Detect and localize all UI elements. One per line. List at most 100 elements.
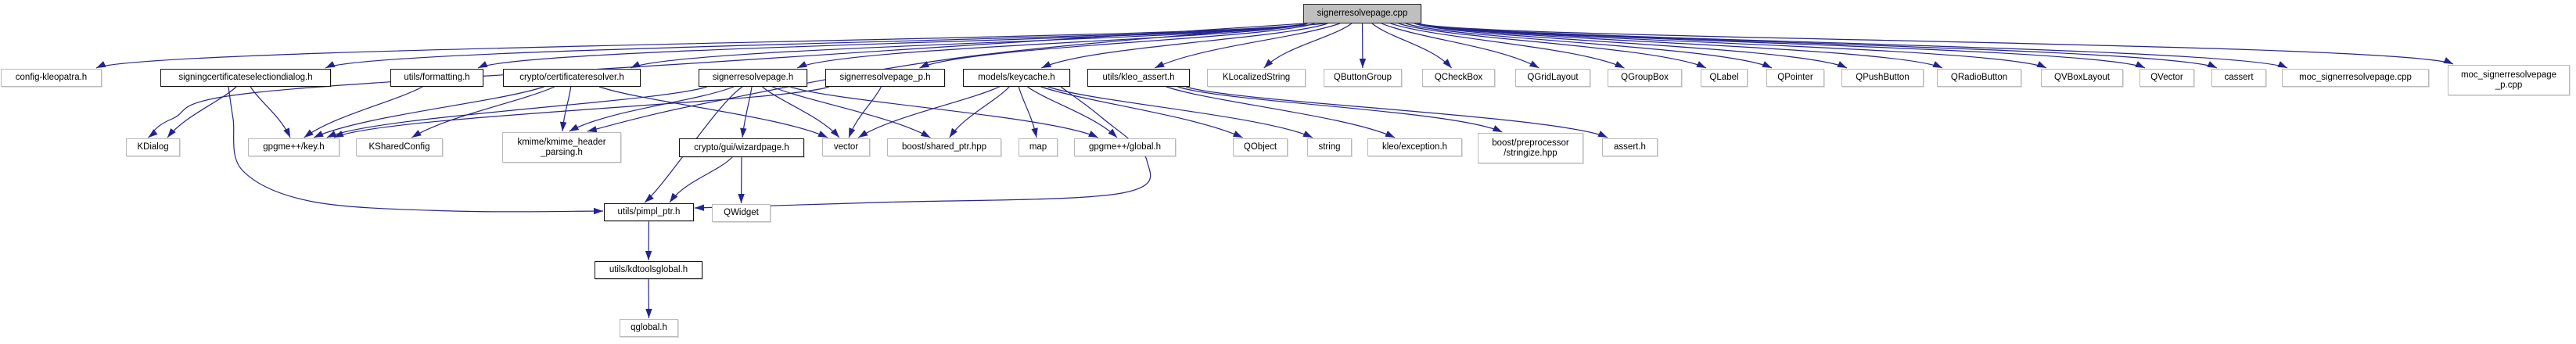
node-label: string bbox=[1318, 142, 1341, 152]
edge-wiz-pimpl bbox=[669, 156, 733, 203]
arrowhead-srp-bsp bbox=[920, 130, 931, 138]
arrowhead-pimpl-kdt bbox=[645, 250, 652, 260]
node-qbuttongroup: QButtonGroup bbox=[1324, 69, 1402, 87]
node-label: QLabel bbox=[1709, 73, 1739, 82]
arrowhead-srpp-vec bbox=[849, 127, 856, 138]
node-signingcertificateselectiondialog-h[interactable]: signingcertificateselectiondialog.h bbox=[160, 69, 331, 87]
node-qvector: QVector bbox=[2139, 69, 2194, 87]
edge-cpp-srpp bbox=[919, 23, 1315, 69]
arrowhead-fmt-gkey bbox=[304, 129, 314, 138]
node-moc-signerresolvepage-cpp: moc_signerresolvepage.cpp bbox=[2282, 69, 2429, 87]
edge-fmt-gkey bbox=[304, 86, 423, 138]
node-qcheckbox: QCheckBox bbox=[1422, 69, 1495, 87]
node-qwidget: QWidget bbox=[712, 204, 771, 222]
arrowhead-cpp-keyc bbox=[1041, 61, 1051, 68]
node-gpgme-global-h: gpgme++/global.h bbox=[1074, 138, 1176, 156]
node-utils-kdtoolsglobal-h[interactable]: utils/kdtoolsglobal.h bbox=[595, 261, 702, 279]
arrowhead-scsd-gkey bbox=[283, 127, 291, 138]
node-kdialog: KDialog bbox=[126, 138, 180, 156]
node-label: utils/pimpl_ptr.h bbox=[617, 207, 681, 217]
arrowhead-cpp-scsd bbox=[325, 61, 336, 68]
node-cassert: cassert bbox=[2211, 69, 2266, 87]
node-qpointer: QPointer bbox=[1766, 69, 1824, 87]
node-crypto-gui-wizardpage-h[interactable]: crypto/gui/wizardpage.h bbox=[679, 138, 804, 157]
edge-cpp-qgb bbox=[1390, 23, 1625, 69]
arrowhead-cpp-srp bbox=[797, 61, 807, 68]
edge-cpp-keyc bbox=[1041, 23, 1328, 69]
node-label: moc_signerresolvepage _p.cpp bbox=[2460, 70, 2557, 90]
node-label: QPushButton bbox=[1856, 73, 1910, 82]
arrowhead-cpp-qcb bbox=[1442, 59, 1452, 68]
node-label: cassert bbox=[2224, 73, 2254, 82]
node-label: QRadioButton bbox=[1950, 73, 2008, 82]
edge-keyc-gglob bbox=[1027, 86, 1118, 138]
node-crypto-certificateresolver-h[interactable]: crypto/certificateresolver.h bbox=[503, 69, 641, 87]
node-label: QButtonGroup bbox=[1333, 73, 1392, 82]
arrowhead-cpp-qbg bbox=[1359, 58, 1367, 68]
node-label: crypto/gui/wizardpage.h bbox=[694, 142, 789, 152]
edge-cpp-mocp bbox=[1417, 23, 2288, 69]
arrowhead-cres-vec bbox=[817, 131, 828, 138]
arrowhead-srp-pimpl bbox=[645, 193, 654, 202]
edge-cpp-qptr bbox=[1405, 23, 1773, 69]
node-label: kleo/exception.h bbox=[1381, 142, 1448, 152]
node-label: QCheckBox bbox=[1434, 73, 1483, 82]
edge-scsd-kdlg bbox=[167, 86, 237, 138]
node-label: config-kleopatra.h bbox=[15, 73, 88, 82]
arrowhead-kassert-kexc bbox=[1385, 131, 1396, 138]
arrowhead-cpp-qvbl bbox=[2036, 61, 2046, 68]
node-utils-formatting-h[interactable]: utils/formatting.h bbox=[390, 69, 483, 87]
arrowhead-cpp-qgb bbox=[1614, 61, 1625, 68]
node-label: signerresolvepage_p.h bbox=[839, 73, 931, 82]
node-kmime-kmime-header-parsing-h: kmime/kmime_header _parsing.h bbox=[502, 132, 621, 163]
node-label: signerresolvepage.h bbox=[712, 73, 794, 82]
arrowhead-cpp-mocpp bbox=[2443, 57, 2453, 64]
arrowhead-cpp-qpb bbox=[1837, 61, 1847, 68]
arrowhead-srp-kmime bbox=[569, 124, 580, 131]
arrowhead-cres-kmime bbox=[559, 121, 567, 131]
arrowhead-kassert-ash bbox=[1597, 131, 1608, 138]
node-label: crypto/certificateresolver.h bbox=[519, 73, 624, 82]
edge-srp-bsp bbox=[771, 86, 931, 138]
node-signerresolvepage-h[interactable]: signerresolvepage.h bbox=[699, 69, 807, 87]
edge-cpp-qrb bbox=[1417, 23, 1943, 69]
node-qlabel: QLabel bbox=[1701, 69, 1748, 87]
node-label: models/keycache.h bbox=[978, 73, 1055, 82]
arrowhead-srp-gkey bbox=[326, 131, 337, 138]
node-label: map bbox=[1029, 142, 1047, 152]
node-label: KLocalizedString bbox=[1222, 73, 1291, 82]
edge-cpp-cfg bbox=[95, 23, 1308, 69]
arrowhead-keyc-pimpl bbox=[695, 204, 705, 211]
edge-scsd-gkey bbox=[250, 86, 291, 138]
node-config-kleopatra-h: config-kleopatra.h bbox=[1, 69, 102, 87]
node-utils-kleo-assert-h[interactable]: utils/kleo_assert.h bbox=[1087, 69, 1190, 87]
edge-cpp-scsd bbox=[325, 23, 1308, 69]
edge-srp-gkey bbox=[326, 86, 707, 138]
edge-srp-kmime bbox=[569, 86, 735, 132]
edge-cres-vec bbox=[598, 86, 828, 138]
node-utils-pimpl-ptr-h[interactable]: utils/pimpl_ptr.h bbox=[604, 203, 694, 221]
edge-scsd-pimpl bbox=[228, 86, 604, 213]
arrowhead-wiz-pimpl bbox=[670, 192, 678, 202]
node-models-keycache-h[interactable]: models/keycache.h bbox=[963, 69, 1070, 87]
node-label: qglobal.h bbox=[631, 323, 667, 332]
node-label: gpgme++/key.h bbox=[263, 142, 325, 152]
edge-cpp-qcb bbox=[1371, 23, 1453, 69]
arrowhead-kdt-qglob bbox=[645, 308, 652, 318]
edge-keyc-qobj bbox=[1040, 86, 1243, 138]
node-gpgme-key-h: gpgme++/key.h bbox=[248, 138, 340, 156]
arrowhead-srp-vec bbox=[830, 128, 839, 138]
arrowhead-cpp-srpp bbox=[919, 61, 930, 68]
arrowhead-cpp-cas bbox=[2207, 61, 2217, 68]
node-label: boost/shared_ptr.hpp bbox=[901, 142, 987, 152]
node-ksharedconfig: KSharedConfig bbox=[356, 138, 443, 156]
arrowhead-cpp-qgl bbox=[1529, 60, 1539, 68]
node-label: utils/kleo_assert.h bbox=[1102, 73, 1175, 82]
node-label: signingcertificateselectiondialog.h bbox=[178, 73, 313, 82]
arrowhead-cpp-qrb bbox=[1932, 61, 1942, 68]
node-map: map bbox=[1019, 138, 1058, 156]
node-label: QWidget bbox=[724, 208, 759, 217]
node-signerresolvepage-p-h[interactable]: signerresolvepage_p.h bbox=[825, 69, 945, 87]
arrowhead-cpp-kassert bbox=[1155, 61, 1165, 68]
arrowhead-cpp-kdlg bbox=[148, 129, 158, 138]
